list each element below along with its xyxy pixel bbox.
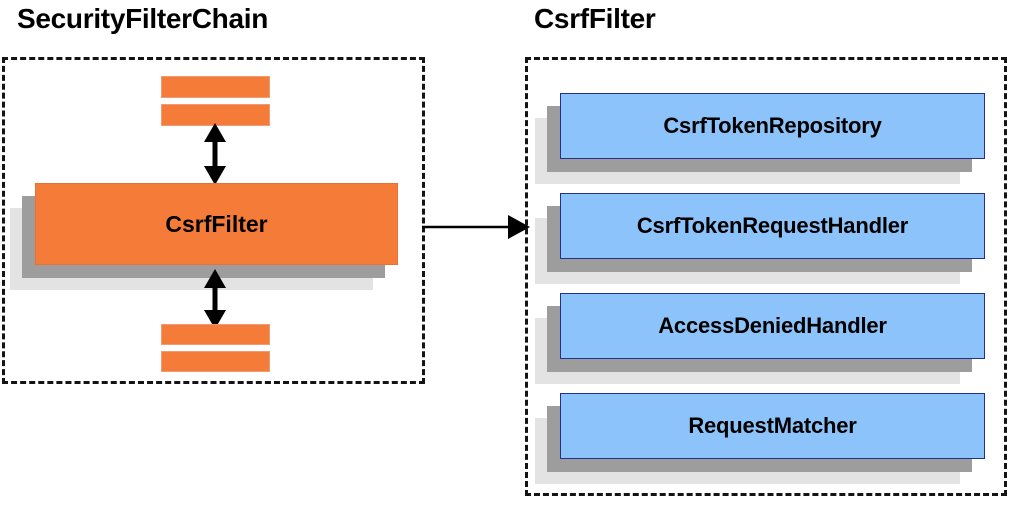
collaborator-card-label: CsrfTokenRequestHandler xyxy=(636,213,909,238)
collaborator-card-label: AccessDeniedHandler xyxy=(658,313,887,338)
collaborator-card-csrf-token-request-handler[interactable]: CsrfTokenRequestHandler xyxy=(535,193,985,284)
filter-bar-lower-2 xyxy=(161,351,270,372)
csrf-filter-card-label: CsrfFilter xyxy=(165,210,268,237)
card-face: CsrfTokenRepository xyxy=(560,93,985,159)
card-face: CsrfTokenRequestHandler xyxy=(560,193,985,259)
card-face: CsrfFilter xyxy=(35,183,398,265)
card-face: AccessDeniedHandler xyxy=(560,293,985,359)
csrf-filter-card[interactable]: CsrfFilter xyxy=(10,183,398,290)
collaborator-card-request-matcher[interactable]: RequestMatcher xyxy=(535,393,985,484)
card-face: RequestMatcher xyxy=(560,393,985,459)
double-arrow-lower-icon xyxy=(204,269,226,329)
filter-bar-upper-1 xyxy=(161,76,270,98)
collaborator-card-access-denied-handler[interactable]: AccessDeniedHandler xyxy=(535,293,985,384)
collaborator-card-label: CsrfTokenRepository xyxy=(663,113,882,138)
filter-bar-lower-1 xyxy=(161,324,270,345)
page-title-csrf-filter: CsrfFilter xyxy=(534,3,656,34)
security-filter-chain-frame xyxy=(2,57,425,384)
csrf-filter-collaborators-frame xyxy=(525,57,1007,496)
collaborator-card-csrf-token-repository[interactable]: CsrfTokenRepository xyxy=(535,93,985,184)
page-title-security-filter-chain: SecurityFilterChain xyxy=(17,3,269,34)
collaborator-card-label: RequestMatcher xyxy=(688,413,857,438)
double-arrow-upper-icon xyxy=(204,123,226,185)
csrf-filter-to-collaborators-arrow-icon xyxy=(422,215,530,239)
